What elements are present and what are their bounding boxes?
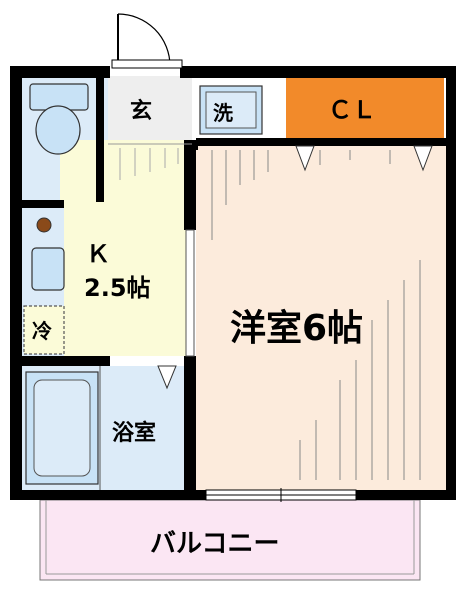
kitchen-floor-lines: [119, 148, 179, 180]
kitchen-sink: [31, 217, 65, 291]
closet: [286, 78, 444, 138]
label-washer: 洗: [213, 101, 233, 125]
balcony-window: [205, 488, 357, 502]
label-fridge: 冷: [32, 319, 52, 343]
label-balcony: バルコニー: [150, 529, 279, 559]
label-closet: ＣＬ: [328, 96, 376, 124]
kitchen-room: [60, 140, 192, 356]
walls: [10, 66, 456, 500]
bathtub: [25, 366, 101, 490]
label-western-room: 洋室6帖: [230, 308, 363, 349]
front-door: [111, 13, 183, 69]
toilet-fixture: [29, 83, 89, 155]
label-bathroom: 浴室: [112, 420, 156, 446]
floor-lines: [211, 150, 421, 480]
washer-pan: [199, 85, 263, 135]
label-kitchen-size: 2.5帖: [84, 274, 151, 302]
balcony: [39, 499, 421, 581]
bathroom-door: [157, 365, 177, 390]
fridge-space: [23, 305, 65, 355]
label-kitchen-name: Ｋ: [86, 240, 110, 268]
genkan-area: [108, 76, 192, 144]
label-entrance: 玄: [130, 98, 152, 124]
room-door: [185, 229, 195, 357]
closet-doors: [295, 145, 433, 172]
